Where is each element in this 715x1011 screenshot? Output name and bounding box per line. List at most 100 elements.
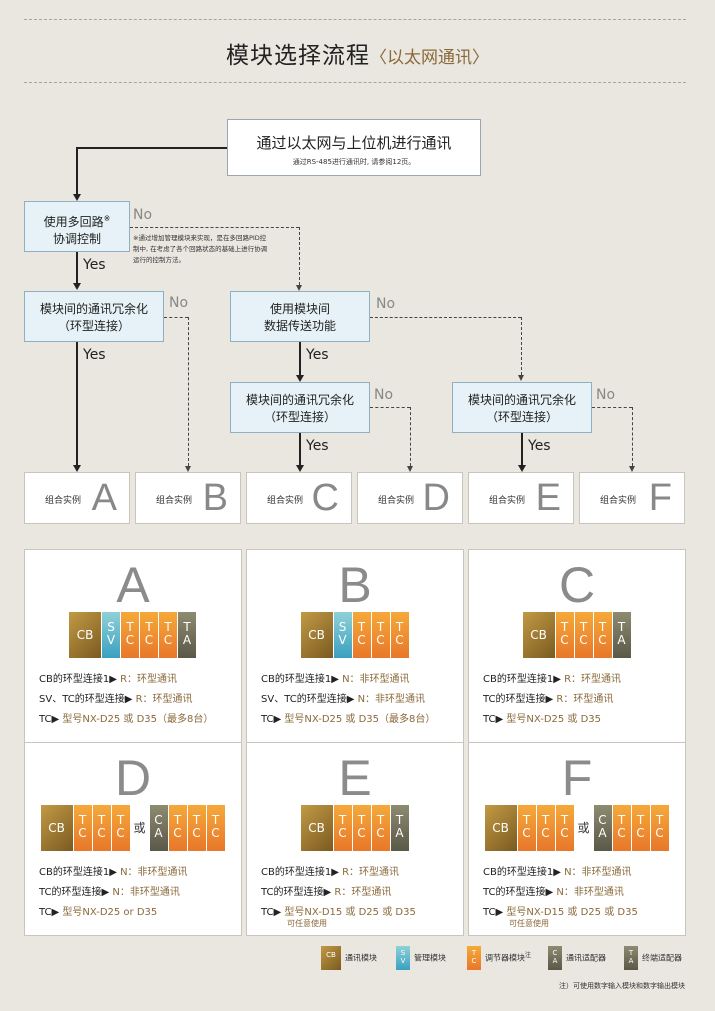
panel-letter: F — [561, 750, 593, 806]
decision-multiloop: 使用多回路※协调控制 — [24, 201, 130, 252]
start-box: 通过以太网与上位机进行通讯 通过RS-485进行通讯时, 请参阅12页。 — [227, 119, 481, 176]
title-divider — [24, 82, 686, 83]
no-label: No — [376, 296, 396, 312]
footnote: 注）可使用数字输入模块和数字输出模块 — [559, 982, 685, 990]
yes-label: Yes — [83, 347, 106, 363]
cb-module: CB — [69, 612, 101, 658]
cb-module: CB — [40, 805, 73, 851]
yes-label: Yes — [306, 347, 329, 363]
panel-letter: B — [338, 557, 372, 613]
no-label: No — [374, 387, 394, 403]
yes-label: Yes — [83, 257, 106, 273]
no-label: No — [133, 207, 153, 223]
start-title: 通过以太网与上位机进行通讯 — [256, 134, 452, 152]
or-label: 或 — [577, 821, 590, 835]
decision-ring-1: 模块间的通讯冗余化（环型连接） — [24, 291, 164, 342]
decision-ring-2: 模块间的通讯冗余化（环型连接） — [230, 382, 370, 433]
cb-module: CB — [522, 612, 555, 658]
or-label: 或 — [133, 821, 146, 835]
cb-module: CB — [300, 805, 333, 851]
panel-letter: D — [114, 750, 152, 806]
no-label: No — [169, 295, 189, 311]
start-note: 通过RS-485进行通讯时, 请参阅12页。 — [292, 158, 416, 166]
panel-letter: A — [116, 557, 150, 613]
yes-label: Yes — [306, 438, 329, 454]
decision-data-transfer: 使用模块间数据传送功能 — [230, 291, 370, 342]
top-divider — [24, 19, 686, 20]
decision-ring-3: 模块间的通讯冗余化（环型连接） — [452, 382, 592, 433]
cb-module: CB — [300, 612, 333, 658]
panel-letter: C — [558, 557, 596, 613]
no-label: No — [596, 387, 616, 403]
panel-letter: E — [338, 750, 372, 806]
multiloop-note: ※通过增加管理模块来实现，是在多回路PID控制中, 在考虑了各个回路状态的基础上… — [133, 234, 268, 264]
yes-label: Yes — [528, 438, 551, 454]
page-title: 模块选择流程〈以太网通讯〉 — [226, 43, 489, 69]
cb-swatch: CB — [321, 946, 341, 970]
